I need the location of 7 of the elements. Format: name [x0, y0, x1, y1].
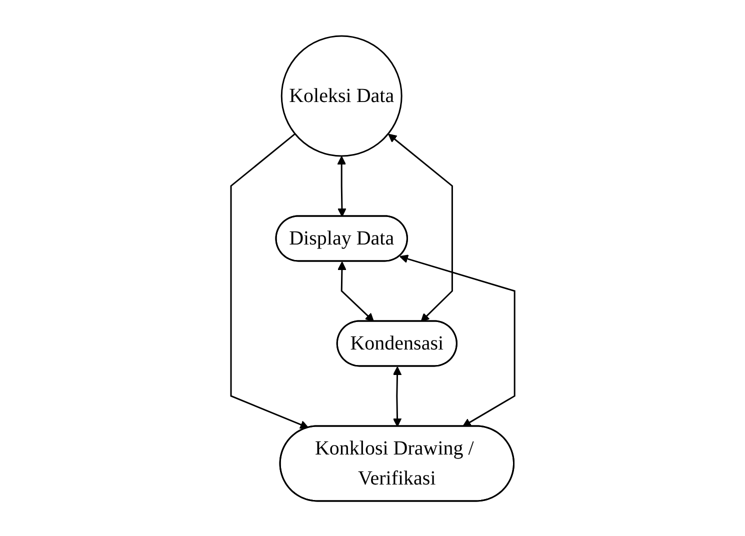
arrow [399, 254, 516, 426]
arrow [337, 261, 374, 322]
node-circle: Koleksi Data [280, 34, 402, 156]
arrow [388, 133, 453, 322]
arrow [392, 366, 402, 426]
arrow [336, 156, 346, 216]
arrow [230, 132, 308, 428]
